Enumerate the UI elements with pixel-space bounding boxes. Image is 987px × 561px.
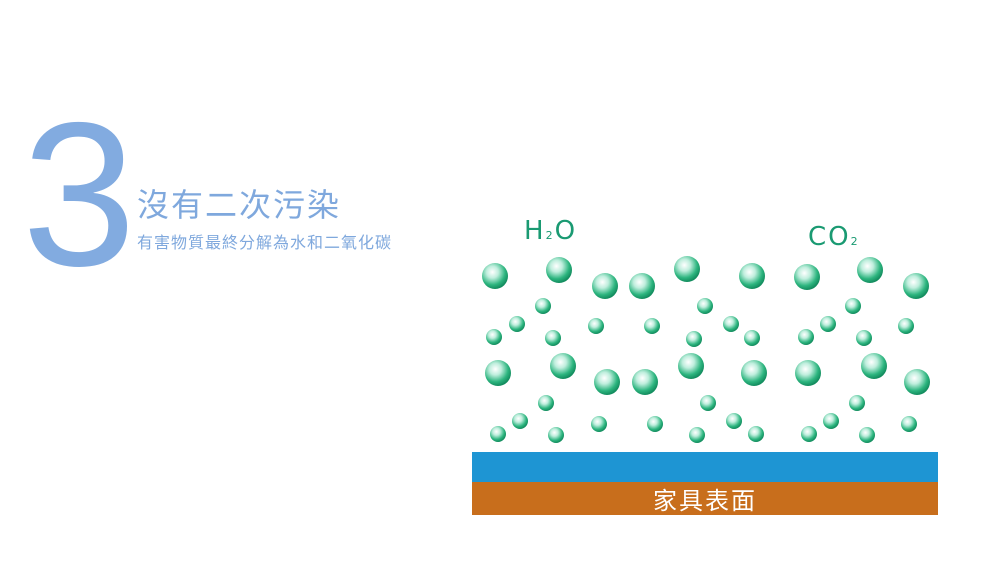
particle-bubble [795,360,821,386]
particle-bubble [591,416,607,432]
formula-h2o: H2O [524,216,577,246]
particle-bubble [801,426,817,442]
particle-bubble [898,318,914,334]
particle-bubble [647,416,663,432]
subheading: 有害物質最終分解為水和二氧化碳 [137,233,393,252]
particle-bubble [588,318,604,334]
particle-bubble [903,273,929,299]
particle-bubble [697,298,713,314]
particle-bubble [700,395,716,411]
particle-bubble [548,427,564,443]
particle-bubble [849,395,865,411]
particle-bubble [744,330,760,346]
formula-co2-part1: CO [808,222,851,252]
particle-bubble [726,413,742,429]
particle-bubble [644,318,660,334]
particle-bubble [901,416,917,432]
particle-bubble [689,427,705,443]
particle-bubble [509,316,525,332]
particle-bubble [678,353,704,379]
formula-co2: CO2 [808,222,860,252]
heading: 沒有二次污染 [137,186,342,224]
surface-label: 家具表面 [653,487,757,515]
particle-bubble [741,360,767,386]
particle-bubble [861,353,887,379]
particle-bubble [485,360,511,386]
particle-bubble [820,316,836,332]
particle-bubble [857,257,883,283]
particle-bubble [823,413,839,429]
particle-bubble [798,329,814,345]
particle-bubble [538,395,554,411]
particle-bubble [545,330,561,346]
formula-h2o-subscript: 2 [545,229,555,242]
particle-bubble [482,263,508,289]
particle-bubble [632,369,658,395]
particle-bubble [486,329,502,345]
particle-bubble [739,263,765,289]
particle-bubble [592,273,618,299]
formula-h2o-part1: H [524,216,546,246]
particle-bubble [748,426,764,442]
particle-bubble [686,331,702,347]
furniture-surface: 家具表面 [472,482,938,515]
particle-bubble [845,298,861,314]
particle-bubble [512,413,528,429]
particle-bubble [674,256,700,282]
particle-bubble [594,369,620,395]
big-step-number: 3 [22,80,137,309]
particle-bubble [546,257,572,283]
particle-bubble [856,330,872,346]
particle-bubble [794,264,820,290]
particle-bubble [723,316,739,332]
particle-bubble [490,426,506,442]
particle-bubble [904,369,930,395]
particle-bubble [535,298,551,314]
furniture-surface-coating [472,452,938,482]
formula-co2-subscript: 2 [850,235,860,248]
particle-bubble [550,353,576,379]
particle-bubble [859,427,875,443]
formula-h2o-part2: O [554,216,578,246]
particle-bubble [629,273,655,299]
